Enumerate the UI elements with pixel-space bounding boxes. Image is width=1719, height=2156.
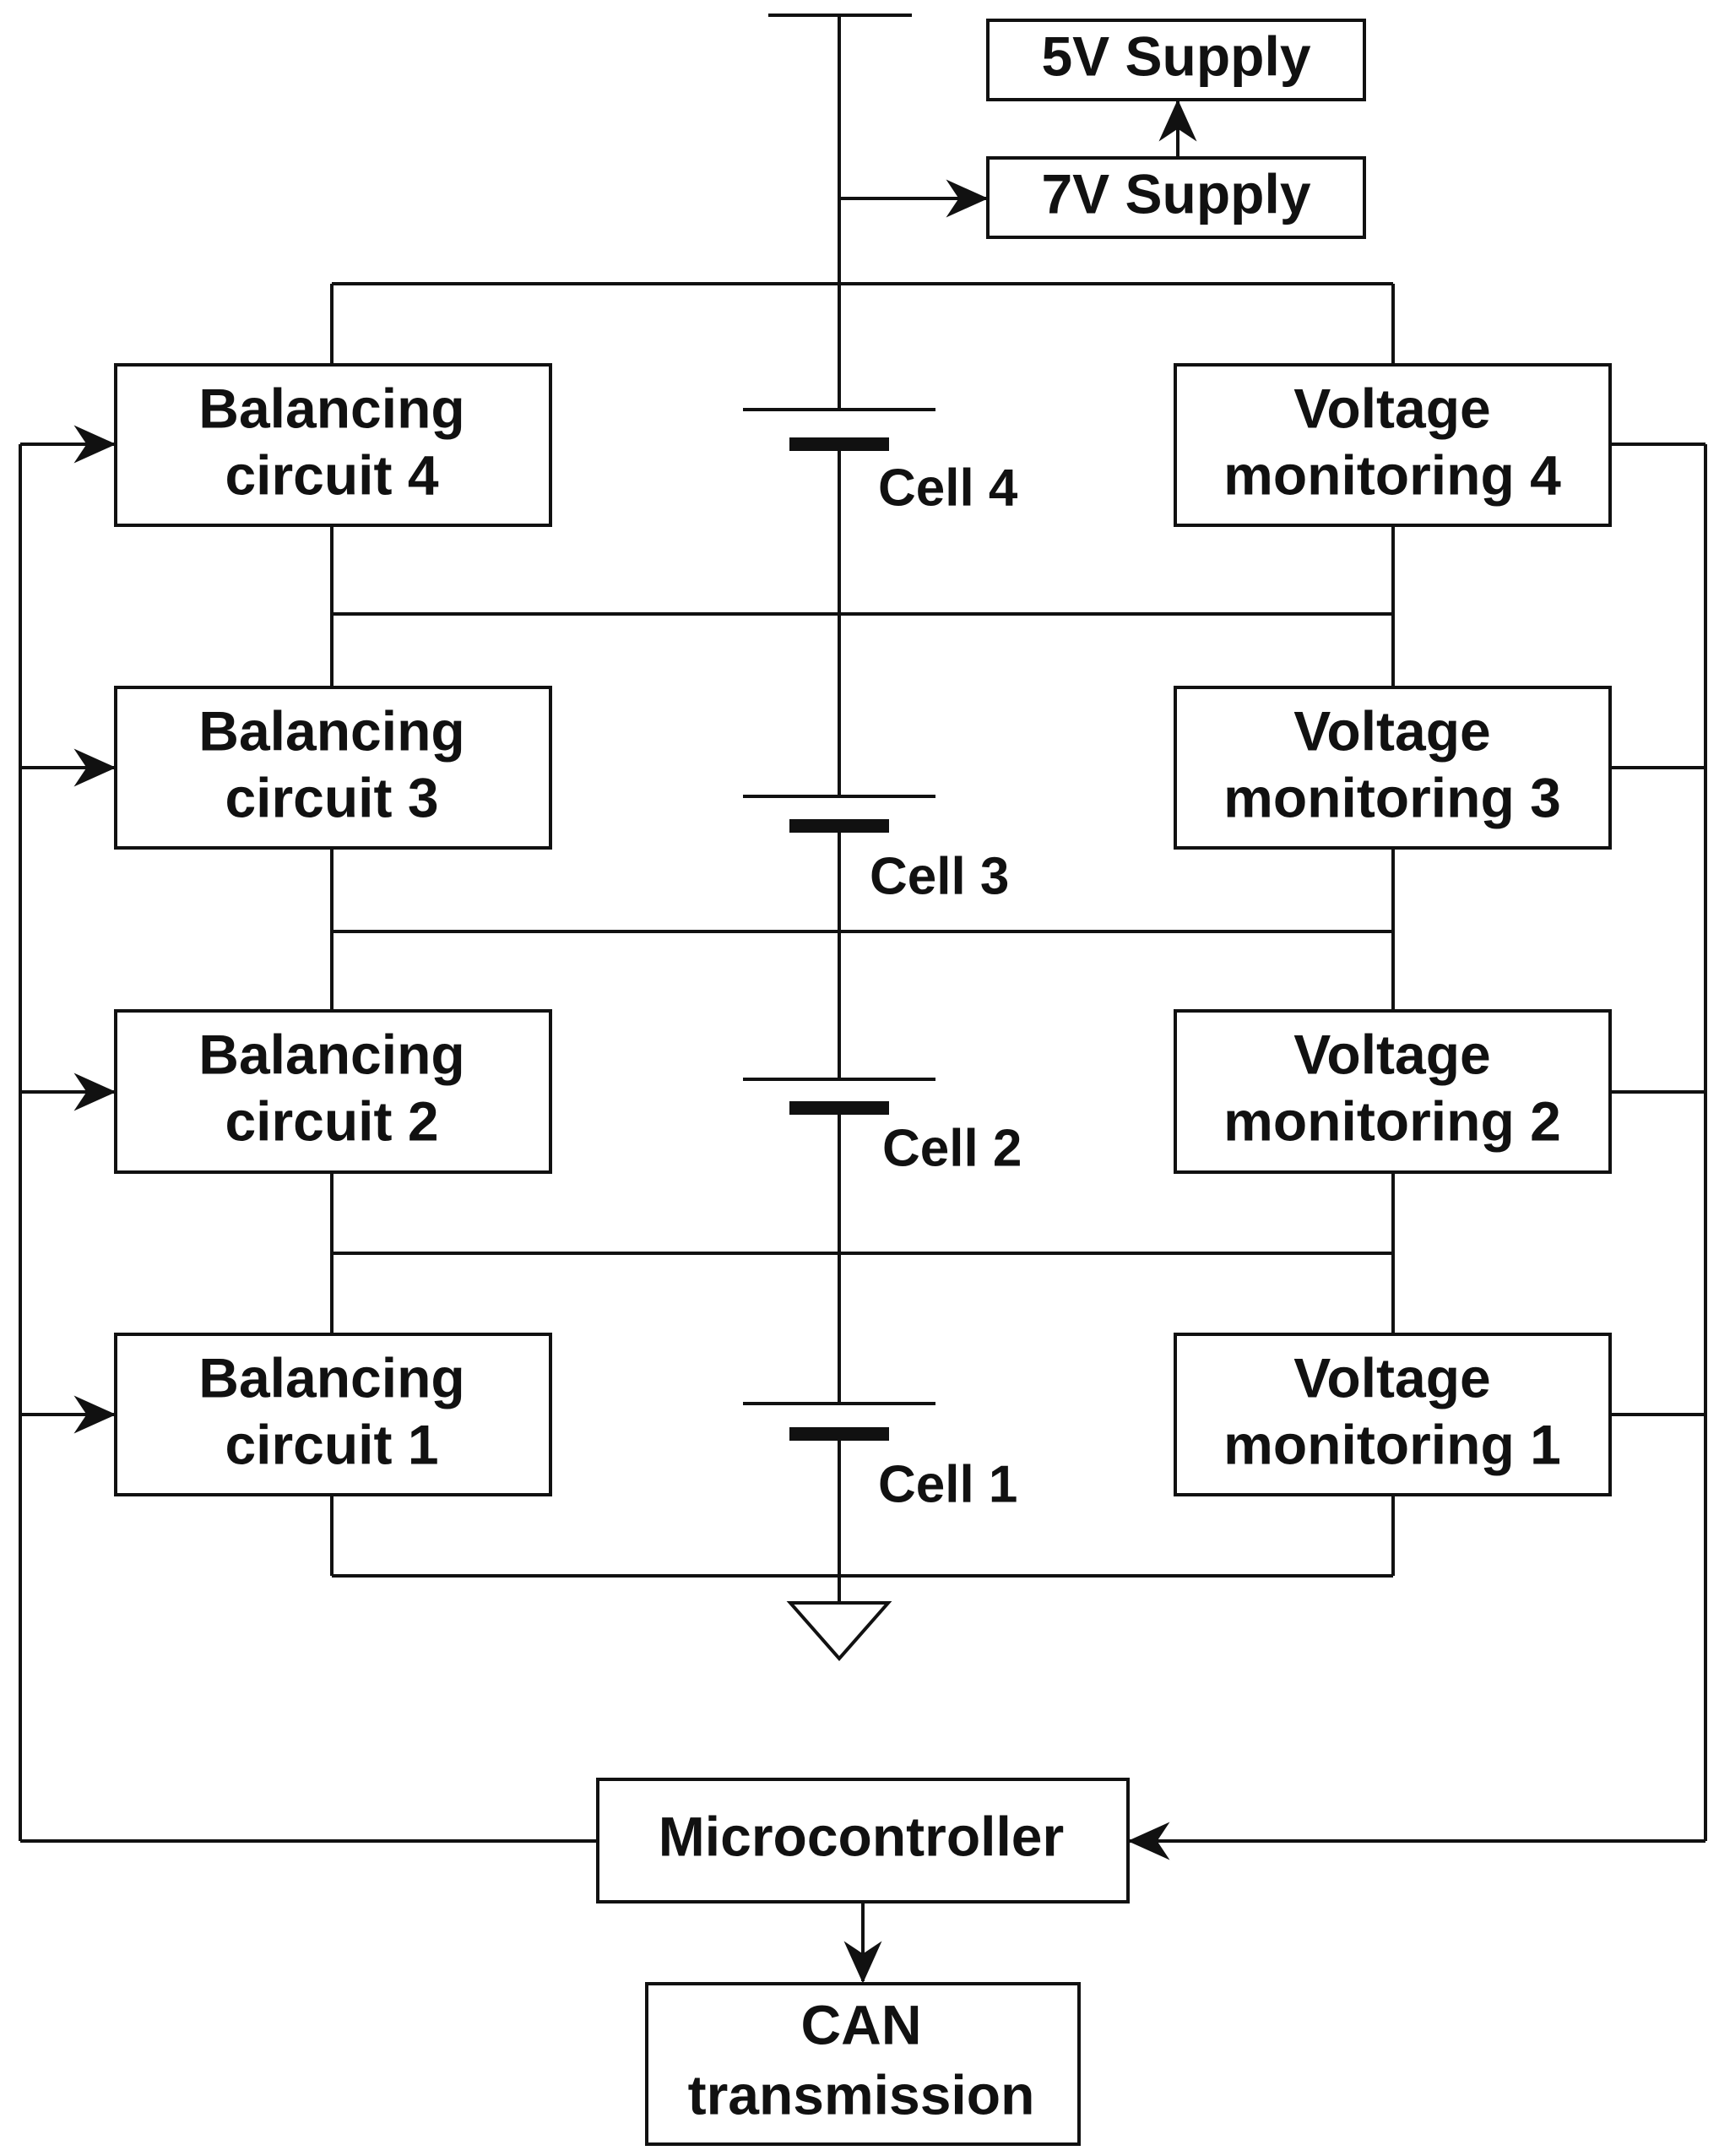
- balancing-3-line2: circuit 3: [225, 766, 438, 828]
- ground-icon: [786, 1601, 892, 1662]
- monitoring-4-line1: Voltage: [1293, 377, 1490, 439]
- monitoring-3-line2: monitoring 3: [1223, 766, 1561, 828]
- can-line2: transmission: [688, 2063, 1035, 2126]
- cell-3-label: Cell 3: [870, 847, 1009, 905]
- balancing-2-line1: Balancing: [198, 1023, 464, 1085]
- supply-5v-box: 5V Supply: [986, 19, 1366, 101]
- microcontroller-box: Microcontroller: [596, 1778, 1130, 1903]
- monitoring-1-line2: monitoring 1: [1223, 1413, 1561, 1475]
- balancing-3-line1: Balancing: [198, 699, 464, 762]
- monitoring-3-line1: Voltage: [1293, 699, 1490, 762]
- cell-3: Cell 3: [743, 795, 1009, 905]
- voltage-monitoring-2: Voltage monitoring 2: [1174, 1009, 1612, 1174]
- microcontroller-label: Microcontroller: [659, 1805, 1064, 1867]
- voltage-monitoring-4: Voltage monitoring 4: [1174, 363, 1612, 527]
- cell-1-label: Cell 1: [878, 1455, 1017, 1513]
- balancing-circuit-3: Balancing circuit 3: [114, 686, 552, 850]
- balancing-4-line2: circuit 4: [225, 443, 438, 506]
- voltage-monitoring-3: Voltage monitoring 3: [1174, 686, 1612, 850]
- can-transmission-box: CAN transmission: [645, 1982, 1081, 2146]
- monitoring-2-line1: Voltage: [1293, 1023, 1490, 1085]
- balancing-circuit-2: Balancing circuit 2: [114, 1009, 552, 1174]
- cell-1: Cell 1: [743, 1402, 1017, 1513]
- supply-7v-label: 7V Supply: [1041, 162, 1310, 225]
- balancing-1-line1: Balancing: [198, 1346, 464, 1409]
- balancing-4-line1: Balancing: [198, 377, 464, 439]
- cell-2-label: Cell 2: [882, 1119, 1022, 1177]
- monitoring-1-line1: Voltage: [1293, 1346, 1490, 1409]
- balancing-circuit-4: Balancing circuit 4: [114, 363, 552, 527]
- supply-5v-label: 5V Supply: [1041, 24, 1310, 87]
- balancing-circuit-1: Balancing circuit 1: [114, 1333, 552, 1496]
- cell-2: Cell 2: [743, 1078, 1022, 1177]
- cell-4-label: Cell 4: [878, 459, 1018, 517]
- supply-7v-box: 7V Supply: [986, 156, 1366, 239]
- balancing-2-line2: circuit 2: [225, 1089, 438, 1152]
- voltage-monitoring-1: Voltage monitoring 1: [1174, 1333, 1612, 1496]
- can-line1: CAN: [801, 1993, 922, 2056]
- monitoring-2-line2: monitoring 2: [1223, 1089, 1561, 1152]
- cell-4: Cell 4: [743, 408, 1018, 517]
- monitoring-4-line2: monitoring 4: [1223, 443, 1561, 506]
- balancing-1-line2: circuit 1: [225, 1413, 438, 1475]
